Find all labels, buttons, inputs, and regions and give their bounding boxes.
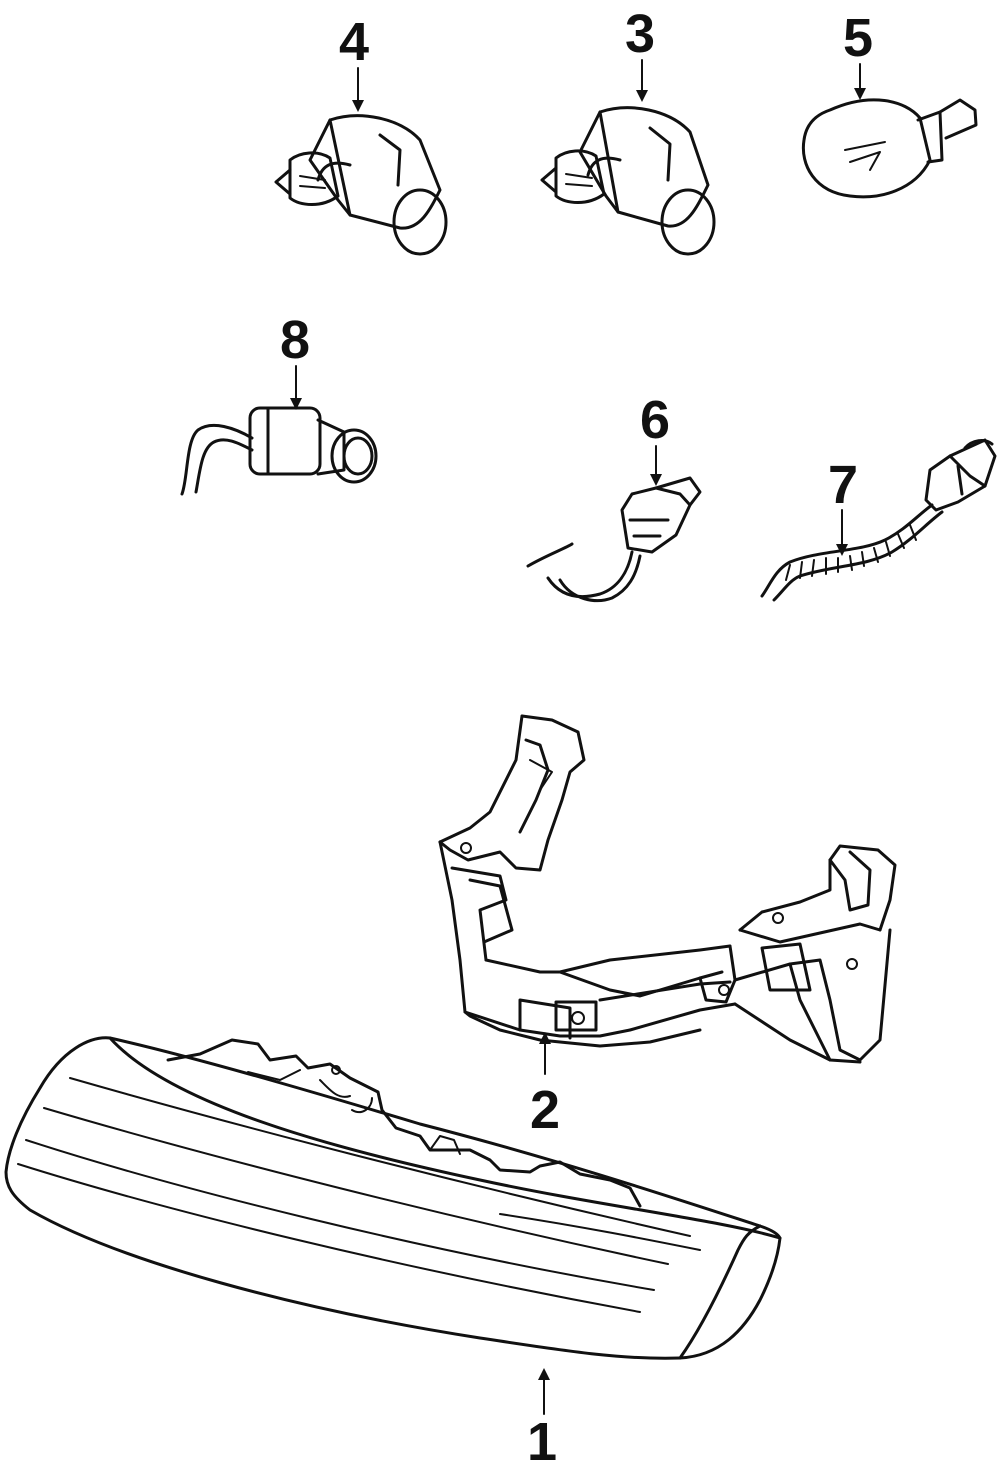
socket-6-drawing: [526, 476, 702, 602]
arrowhead-3: [636, 90, 648, 102]
part-8-headlamp-socket: 8: [180, 310, 378, 496]
bulb-3-drawing: [540, 106, 716, 256]
bracket-drawing: [438, 714, 897, 1064]
bulb-4-drawing: [274, 114, 448, 256]
arrowhead-2: [539, 1032, 551, 1044]
bulb-5-drawing: [801, 98, 978, 199]
part-3-low-beam-bulb: 3: [540, 4, 716, 256]
part-1-headlamp-assembly: 1: [4, 1036, 782, 1470]
arrowhead-8: [290, 398, 302, 410]
callout-5: 5: [843, 8, 873, 68]
callout-2: 2: [530, 1080, 560, 1140]
socket-8-drawing: [180, 406, 378, 496]
arrowhead-6: [650, 474, 662, 486]
part-5-park-bulb: 5: [801, 8, 978, 199]
callout-4: 4: [339, 12, 369, 72]
arrowhead-4: [352, 100, 364, 112]
callout-1: 1: [527, 1412, 557, 1470]
callout-8: 8: [280, 310, 310, 370]
headlamp-drawing: [4, 1036, 782, 1360]
callout-7: 7: [828, 455, 858, 515]
callout-6: 6: [640, 390, 670, 450]
callout-3: 3: [625, 4, 655, 64]
part-2-mounting-bracket: 2: [438, 714, 897, 1140]
part-4-high-beam-bulb: 4: [274, 12, 448, 256]
part-7-side-marker-socket: 7: [760, 438, 997, 602]
socket-7-drawing: [760, 438, 997, 602]
arrowhead-1: [538, 1368, 550, 1380]
part-6-turn-signal-socket: 6: [526, 390, 702, 602]
arrowhead-5: [854, 88, 866, 100]
